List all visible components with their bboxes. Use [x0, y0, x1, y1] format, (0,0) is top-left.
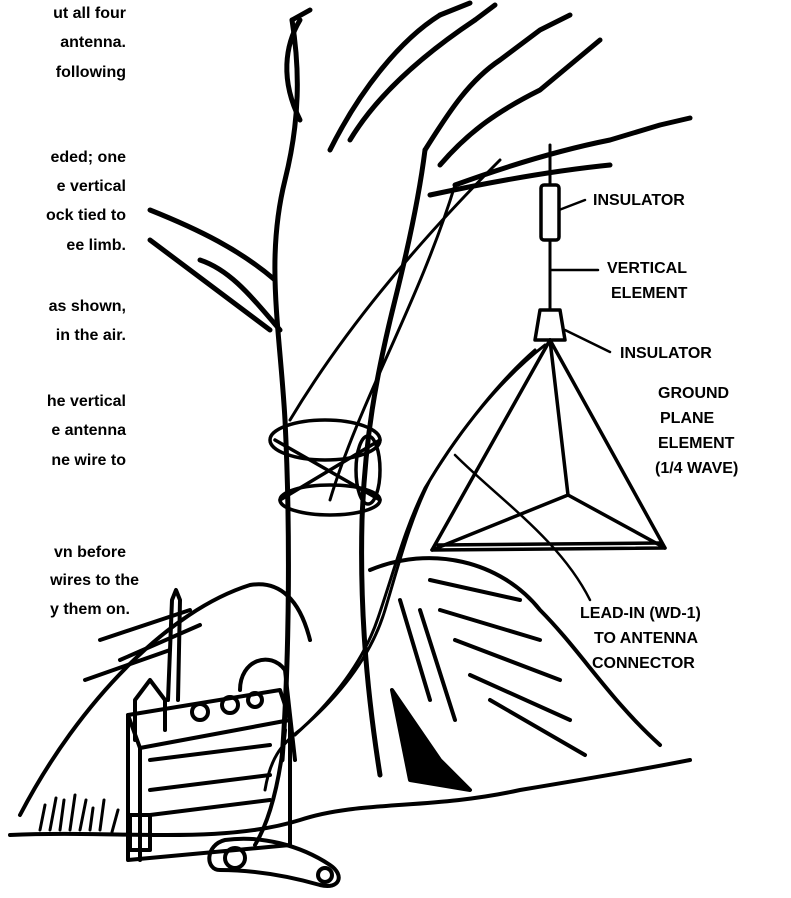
vertical-element-label-line2: ELEMENT: [611, 283, 687, 304]
insulator-top-label: INSULATOR: [593, 190, 685, 211]
body-text-line: as shown,: [0, 297, 126, 317]
ground-plane-label-line3: ELEMENT: [658, 433, 734, 454]
radio-set: [128, 590, 295, 860]
ground-plane-label-line1: GROUND: [658, 383, 729, 404]
leader-lines: [455, 200, 610, 600]
lead-in-label-line2: TO ANTENNA: [594, 628, 698, 649]
body-text-line: y them on.: [0, 600, 130, 620]
grass: [40, 795, 118, 832]
ground-plane-label-line2: PLANE: [660, 408, 714, 429]
vertical-element-label-line1: VERTICAL: [607, 258, 687, 279]
ground-line: [10, 760, 690, 835]
tree-trunk: [275, 10, 425, 775]
body-text-line: e vertical: [0, 177, 126, 197]
body-text-line: eded; one: [0, 148, 126, 168]
handset: [209, 730, 338, 886]
ground-plane-element: [432, 340, 665, 550]
body-text-line: e antenna: [0, 421, 126, 441]
body-text-line: following: [0, 63, 126, 83]
body-text-line: antenna.: [0, 33, 126, 53]
shadow-shading: [392, 690, 470, 790]
body-text-line: he vertical: [0, 392, 126, 412]
body-text-line: in the air.: [0, 326, 126, 346]
support-line: [330, 185, 455, 500]
body-text-line: ee limb.: [0, 236, 126, 256]
body-text-line: ock tied to: [0, 206, 126, 226]
body-text-line: ne wire to: [0, 451, 126, 471]
body-text-line: wires to the: [0, 571, 139, 591]
body-text-line: vn before: [0, 543, 126, 563]
insulator-bottom-label: INSULATOR: [620, 343, 712, 364]
lead-in-label-line3: CONNECTOR: [592, 653, 695, 674]
lead-in-label-line1: LEAD-IN (WD-1): [580, 603, 701, 624]
body-text-line: ut all four: [0, 4, 126, 24]
ground-plane-label-line4: (1/4 WAVE): [655, 458, 738, 479]
